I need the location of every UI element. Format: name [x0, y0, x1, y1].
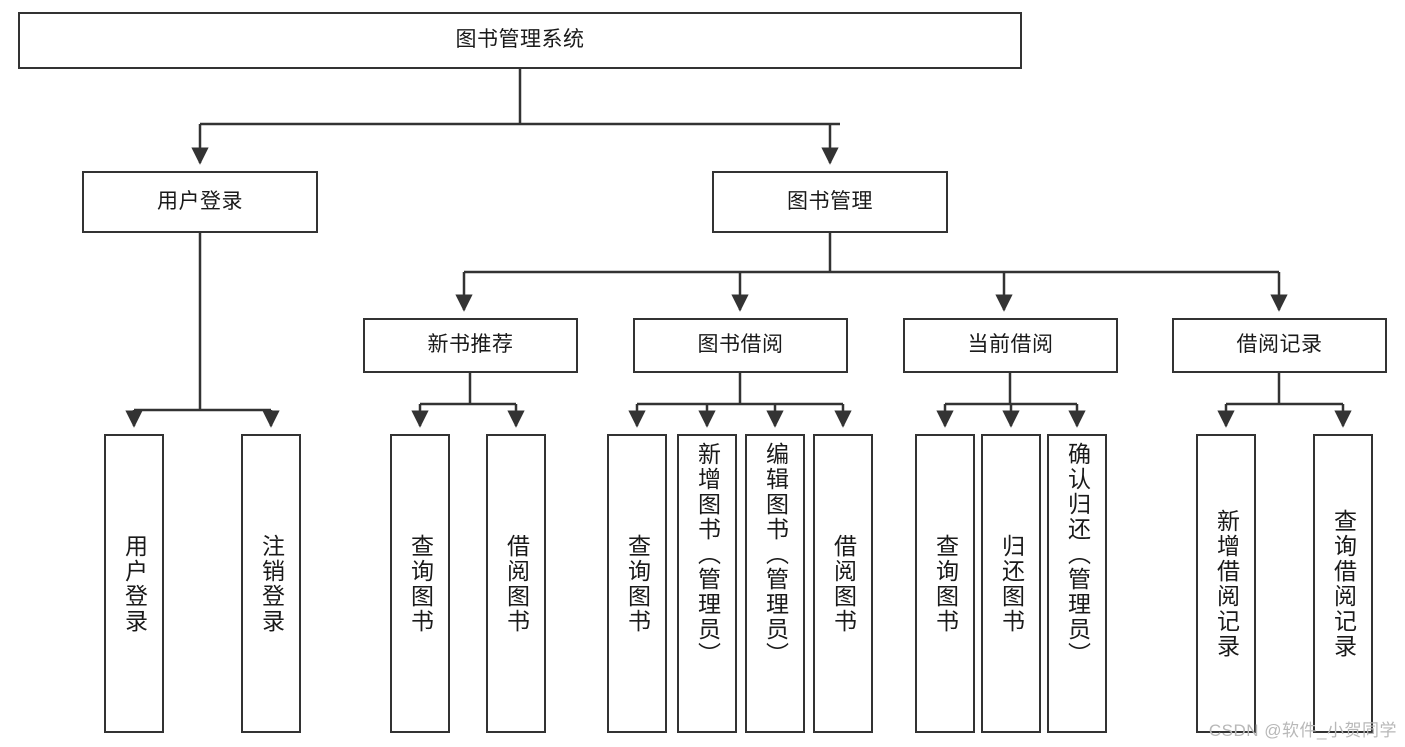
leaf-node[interactable]: 用户登录: [104, 434, 164, 733]
leaf-node-label: 查询借阅记录: [1330, 508, 1357, 659]
node-user-login[interactable]: 用户登录: [82, 171, 318, 233]
leaf-node-label: 借阅图书: [503, 533, 530, 634]
leaf-node[interactable]: 查询图书: [915, 434, 975, 733]
leaf-node-label: 用户登录: [121, 533, 148, 634]
leaf-node-label: 确认归还（管理员）: [1064, 442, 1091, 667]
leaf-node-label: 注销登录: [258, 533, 285, 634]
leaf-node[interactable]: 借阅图书: [486, 434, 546, 733]
node-current-borrow-label: 当前借阅: [967, 333, 1054, 357]
leaf-node[interactable]: 查询图书: [607, 434, 667, 733]
node-borrow-records-label: 借阅记录: [1236, 333, 1323, 357]
leaf-node[interactable]: 归还图书: [981, 434, 1041, 733]
node-book-borrow[interactable]: 图书借阅: [633, 318, 848, 373]
leaf-node[interactable]: 确认归还（管理员）: [1047, 434, 1107, 733]
node-new-book-recommend[interactable]: 新书推荐: [363, 318, 578, 373]
leaf-node[interactable]: 注销登录: [241, 434, 301, 733]
node-root-label: 图书管理系统: [455, 28, 585, 52]
leaf-node-label: 查询图书: [624, 533, 651, 634]
leaf-node[interactable]: 新增图书（管理员）: [677, 434, 737, 733]
leaf-node[interactable]: 借阅图书: [813, 434, 873, 733]
node-book-borrow-label: 图书借阅: [697, 333, 784, 357]
node-borrow-records[interactable]: 借阅记录: [1172, 318, 1387, 373]
leaf-node[interactable]: 新增借阅记录: [1196, 434, 1256, 733]
leaf-node[interactable]: 查询图书: [390, 434, 450, 733]
leaf-node-label: 查询图书: [407, 533, 434, 634]
leaf-node[interactable]: 编辑图书（管理员）: [745, 434, 805, 733]
watermark-text: CSDN @软件_小贺同学: [1208, 721, 1397, 740]
node-book-management-label: 图书管理: [787, 189, 873, 213]
leaf-node[interactable]: 查询借阅记录: [1313, 434, 1373, 733]
leaf-node-label: 借阅图书: [830, 533, 857, 634]
node-current-borrow[interactable]: 当前借阅: [903, 318, 1118, 373]
leaf-node-label: 编辑图书（管理员）: [762, 442, 789, 667]
leaf-node-label: 新增图书（管理员）: [694, 442, 721, 667]
leaf-node-label: 查询图书: [932, 533, 959, 634]
node-root[interactable]: 图书管理系统: [18, 12, 1022, 69]
node-book-management[interactable]: 图书管理: [712, 171, 948, 233]
leaf-node-label: 新增借阅记录: [1213, 508, 1240, 659]
leaf-node-label: 归还图书: [998, 533, 1025, 634]
node-user-login-label: 用户登录: [157, 189, 243, 213]
node-new-book-recommend-label: 新书推荐: [427, 333, 514, 357]
